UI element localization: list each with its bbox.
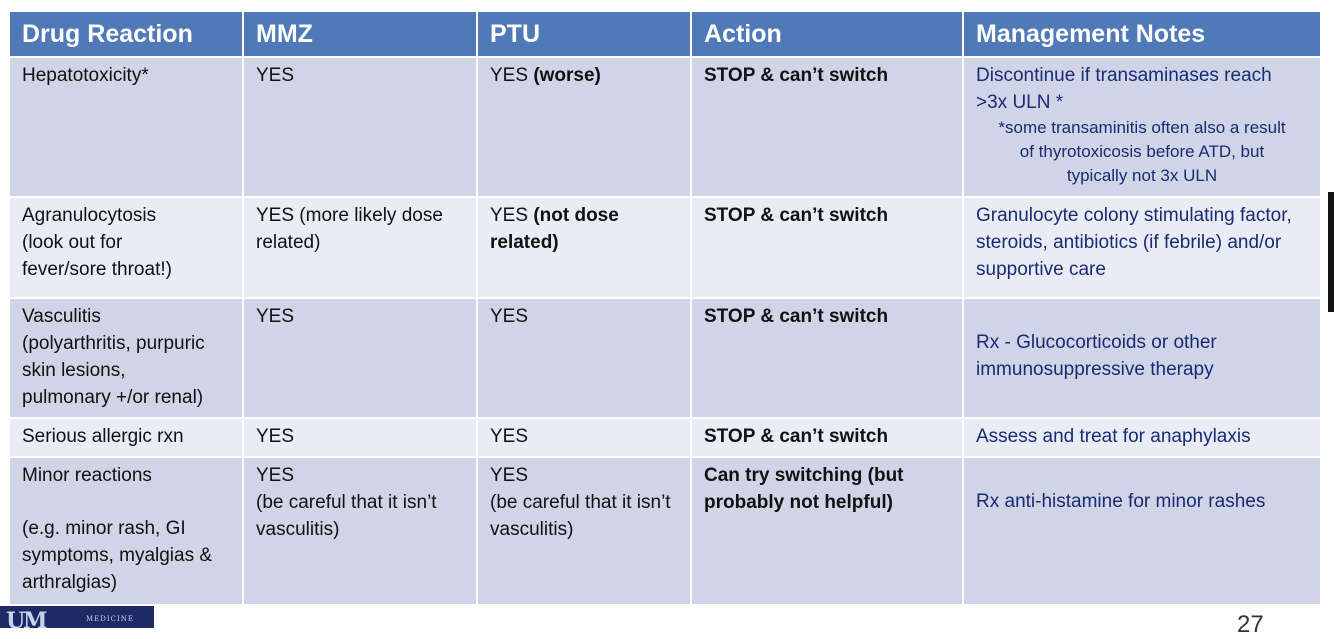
cell-notes: Discontinue if transaminases reach >3x U… bbox=[962, 56, 1322, 198]
cell-mmz: YES bbox=[242, 297, 478, 419]
cell-ptu: YES bbox=[476, 417, 692, 458]
table-row: Vasculitis (polyarthritis, purpuric skin… bbox=[8, 297, 1322, 419]
reaction-detail: skin lesions, bbox=[22, 360, 126, 381]
edge-divider bbox=[1328, 192, 1334, 312]
reaction-detail: (polyarthritis, purpuric bbox=[22, 333, 205, 354]
cell-notes: Rx anti-histamine for minor rashes bbox=[962, 456, 1322, 606]
reaction-detail: (e.g. minor rash, GI symptoms, myalgias … bbox=[22, 518, 213, 593]
header-management-notes: Management Notes bbox=[962, 10, 1322, 58]
cell-mmz: YES (be careful that it isn’t vasculitis… bbox=[242, 456, 478, 606]
ptu-value: YES bbox=[490, 205, 529, 226]
cell-notes: Granulocyte colony stimulating factor, s… bbox=[962, 196, 1322, 299]
cell-mmz: YES bbox=[242, 56, 478, 198]
reaction-detail: fever/sore throat!) bbox=[22, 259, 172, 280]
cell-mmz: YES (more likely dose related) bbox=[242, 196, 478, 299]
notes-text: Discontinue if transaminases reach >3x U… bbox=[976, 65, 1272, 113]
cell-action: Can try switching (but probably not help… bbox=[690, 456, 964, 606]
cell-reaction: Vasculitis (polyarthritis, purpuric skin… bbox=[8, 297, 244, 419]
ptu-value: YES bbox=[490, 65, 529, 86]
page-number: 27 bbox=[1237, 611, 1264, 638]
cell-ptu: YES (be careful that it isn’t vasculitis… bbox=[476, 456, 692, 606]
reaction-label: Minor reactions bbox=[22, 465, 152, 486]
ptu-caveat: (be careful that it isn’t vasculitis) bbox=[490, 492, 671, 540]
notes-text: Granulocyte colony stimulating factor, s… bbox=[976, 205, 1292, 280]
reaction-label: Hepatotoxicity* bbox=[22, 65, 149, 86]
ptu-qualifier: (not dose related) bbox=[490, 205, 619, 253]
notes-footnote-line: *some transaminitis often also a result bbox=[998, 118, 1286, 137]
table-row: Agranulocytosis (look out for fever/sore… bbox=[8, 196, 1322, 299]
ptu-value: YES bbox=[490, 465, 529, 486]
ptu-qualifier: (worse) bbox=[533, 65, 601, 86]
drug-reaction-table: Drug Reaction MMZ PTU Action Management … bbox=[8, 10, 1322, 606]
reaction-detail: (look out for bbox=[22, 232, 123, 253]
cell-action: STOP & can’t switch bbox=[690, 196, 964, 299]
cell-mmz: YES bbox=[242, 417, 478, 458]
header-mmz: MMZ bbox=[242, 10, 478, 58]
institution-logo: UM MEDICINE bbox=[0, 606, 154, 628]
notes-text: Rx - Glucocorticoids or other immunosupp… bbox=[976, 332, 1217, 380]
table-row: Hepatotoxicity* YES YES (worse) STOP & c… bbox=[8, 56, 1322, 198]
cell-ptu: YES (worse) bbox=[476, 56, 692, 198]
table-row: Serious allergic rxn YES YES STOP & can’… bbox=[8, 417, 1322, 458]
notes-footnote-line: typically not 3x ULN bbox=[1066, 166, 1218, 185]
cell-action: STOP & can’t switch bbox=[690, 56, 964, 198]
cell-action: STOP & can’t switch bbox=[690, 417, 964, 458]
logo-mark: UM bbox=[6, 608, 48, 628]
reaction-label: Agranulocytosis bbox=[22, 205, 157, 226]
table-header-row: Drug Reaction MMZ PTU Action Management … bbox=[8, 10, 1322, 58]
table-row: Minor reactions (e.g. minor rash, GI sym… bbox=[8, 456, 1322, 606]
mmz-caveat: (be careful that it isn’t vasculitis) bbox=[256, 492, 437, 540]
cell-notes: Assess and treat for anaphylaxis bbox=[962, 417, 1322, 458]
cell-ptu: YES (not dose related) bbox=[476, 196, 692, 299]
notes-footnote-line: of thyrotoxicosis before ATD, but bbox=[1019, 142, 1265, 161]
cell-reaction: Minor reactions (e.g. minor rash, GI sym… bbox=[8, 456, 244, 606]
header-ptu: PTU bbox=[476, 10, 692, 58]
reaction-detail: pulmonary +/or renal) bbox=[22, 387, 204, 408]
cell-reaction: Hepatotoxicity* bbox=[8, 56, 244, 198]
cell-reaction: Serious allergic rxn bbox=[8, 417, 244, 458]
cell-reaction: Agranulocytosis (look out for fever/sore… bbox=[8, 196, 244, 299]
mmz-value: YES bbox=[256, 465, 295, 486]
cell-notes: Rx - Glucocorticoids or other immunosupp… bbox=[962, 297, 1322, 419]
cell-ptu: YES bbox=[476, 297, 692, 419]
logo-wordmark: MEDICINE bbox=[86, 615, 135, 623]
cell-action: STOP & can’t switch bbox=[690, 297, 964, 419]
reaction-label: Vasculitis bbox=[22, 306, 101, 327]
header-action: Action bbox=[690, 10, 964, 58]
header-drug-reaction: Drug Reaction bbox=[8, 10, 244, 58]
notes-text: Rx anti-histamine for minor rashes bbox=[976, 491, 1266, 512]
